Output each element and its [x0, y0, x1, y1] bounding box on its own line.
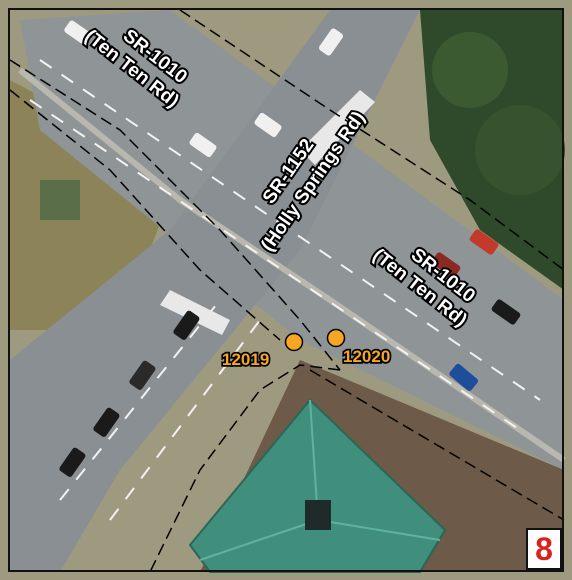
vehicles	[59, 20, 521, 477]
marker-12019[interactable]	[284, 332, 304, 352]
roof-cupola	[305, 500, 331, 530]
page-number-badge: 8	[526, 528, 562, 570]
roof-ridge	[199, 519, 319, 561]
tree-canopy	[475, 105, 565, 195]
grass-area-left	[10, 80, 180, 330]
marker-12020[interactable]	[326, 328, 346, 348]
small-structure	[40, 180, 80, 220]
right-of-way-lines	[9, 9, 565, 573]
marker-label-12020: 12020	[343, 347, 390, 366]
building-roof	[188, 398, 447, 573]
marker-label-12019: 12019	[222, 350, 269, 369]
roof-ridge	[317, 519, 441, 541]
crosswalk	[160, 290, 230, 335]
lane-markings	[29, 59, 541, 521]
tree-canopy	[432, 32, 508, 108]
crosswalk	[300, 90, 375, 165]
